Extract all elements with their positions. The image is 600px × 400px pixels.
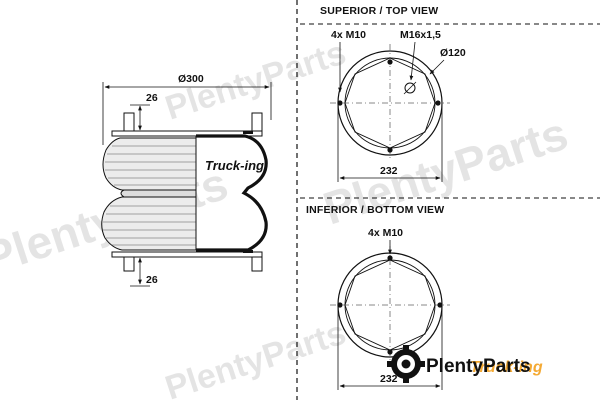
top-holes-label: 4x M10 [331,29,366,41]
bottom-hole-3 [437,302,443,308]
bottom-hole-1 [387,255,393,261]
bottom-stud-left [123,256,135,272]
top-inner-diameter-leader [429,59,445,75]
top-stud-right [251,112,263,132]
top-clip [243,131,253,134]
top-air-inlet-mark [403,81,417,95]
side-view: Ø300 26 [101,73,272,287]
bottom-view-header: INFERIOR / BOTTOM VIEW [306,204,444,216]
bottom-plate [111,251,263,258]
bottom-view: INFERIOR / BOTTOM VIEW 4x M10 232 [300,197,600,390]
bottom-hole-4 [387,349,393,355]
top-hole-4 [387,147,393,153]
lower-bellow [101,196,197,251]
watermark-overlay: Truck-ing PlentyParts [387,345,543,383]
top-hole-2 [337,100,343,106]
bottom-hole-2 [337,302,343,308]
bottom-width-label: 232 [380,373,398,385]
lower-bellow-ribs [103,205,196,246]
brand-logo: Truck-ing [205,158,264,173]
top-stud-left [123,112,135,132]
bottom-height-label: 26 [146,274,158,286]
top-hole-1 [387,59,393,65]
top-thread-label: M16x1,5 [400,29,441,41]
bottom-holes-label: 4x M10 [368,227,403,239]
background-watermarks: PlentyParts PlentyParts PlentyParts Plen… [0,34,574,400]
top-plate [111,130,263,137]
watermark-bottom: PlentyParts [161,314,351,400]
gear-logo-icon [387,345,425,383]
diameter-label: Ø300 [178,73,204,85]
bottom-stud-right [251,256,263,272]
top-hole-3 [435,100,441,106]
top-height-label: 26 [146,92,158,104]
top-view-header: SUPERIOR / TOP VIEW [320,5,438,17]
overlay-brand-wordmark: PlentyParts [426,356,531,377]
top-view: SUPERIOR / TOP VIEW 4x M10 M16x1,5 Ø120 … [300,5,600,182]
section-profile [196,134,268,252]
bottom-clip [243,250,253,253]
top-thread-leader [409,41,416,81]
upper-bellow-ribs [105,145,196,186]
top-width-label: 232 [380,165,398,177]
girdle-ring [120,189,197,198]
overlay-brand-logo: Truck-ing [470,359,543,376]
top-inner-diameter-label: Ø120 [440,47,466,59]
upper-bellow [102,137,197,191]
